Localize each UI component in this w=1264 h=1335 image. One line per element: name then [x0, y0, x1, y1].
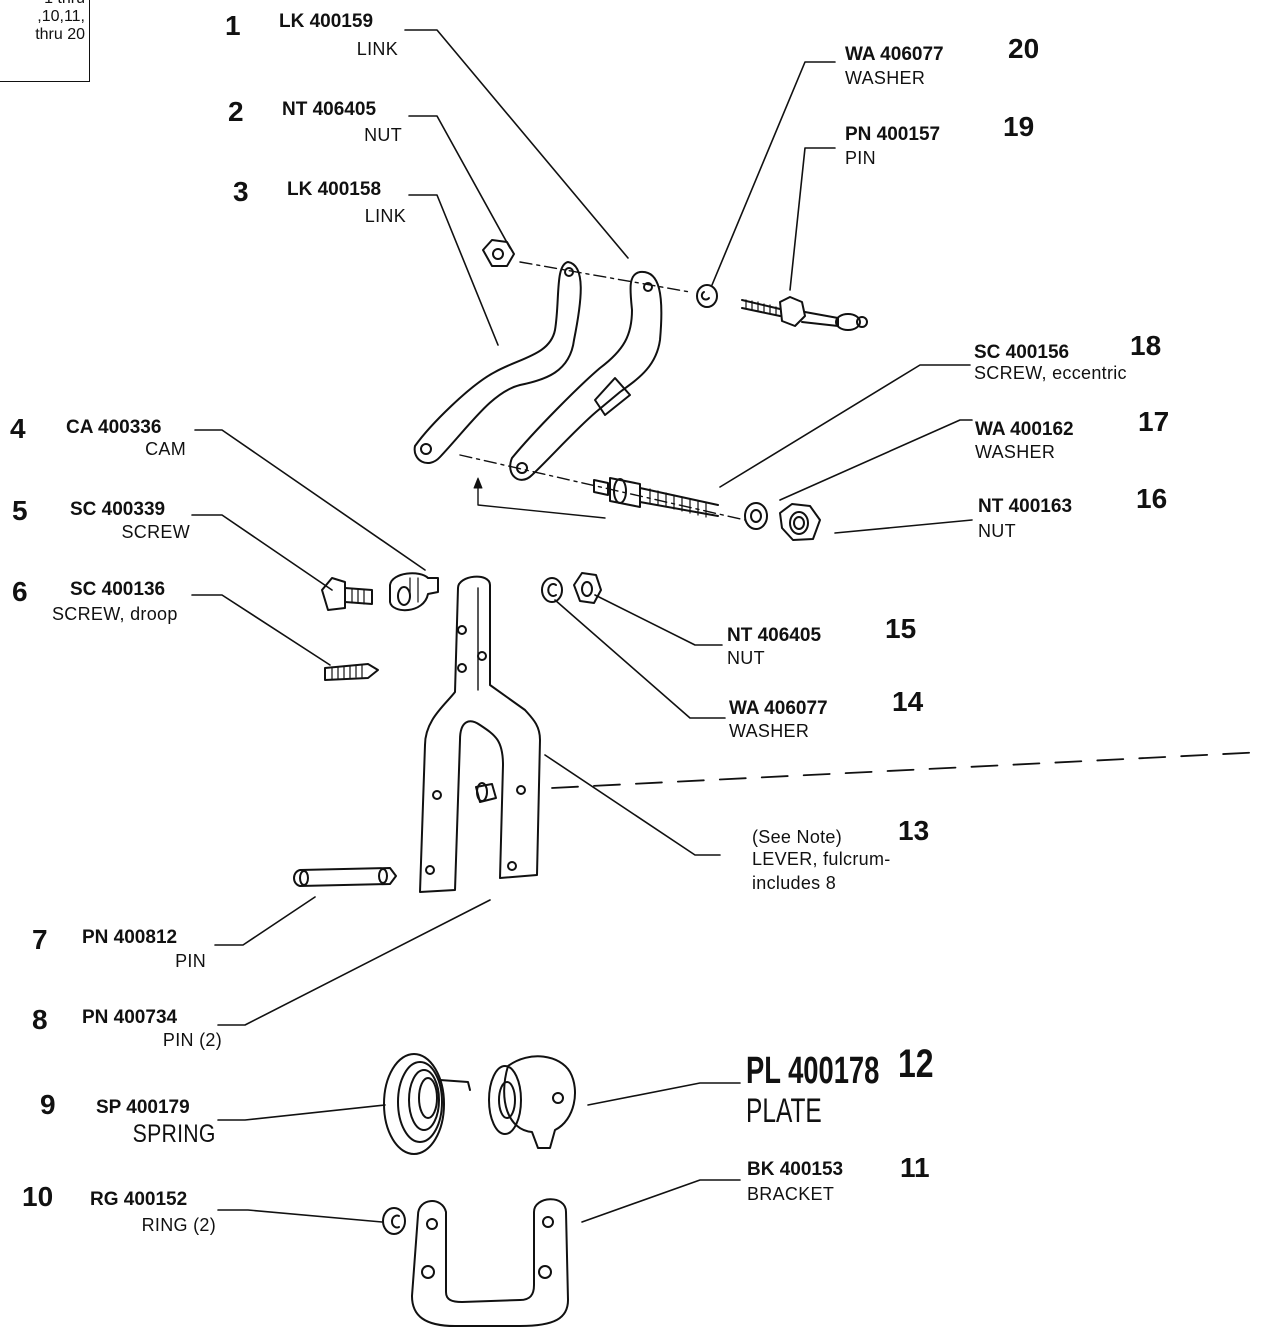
part-number: NT 406405 — [727, 625, 822, 646]
cam-part-4 — [389, 572, 439, 612]
part-number: NT 406405 — [282, 99, 377, 120]
ring-part-10 — [382, 1207, 406, 1235]
callout-number: 15 — [885, 613, 917, 644]
part-name: SCREW — [121, 522, 190, 542]
pin-part-19 — [741, 296, 868, 331]
spring-part-9 — [383, 1053, 471, 1155]
screw-part-5 — [321, 577, 373, 611]
part-name: CAM — [145, 439, 186, 459]
nut-part-16 — [779, 503, 821, 541]
part-name: PLATE — [746, 1092, 822, 1130]
note-line: thru 20 — [35, 26, 85, 43]
callout-number: 11 — [900, 1152, 930, 1183]
callout-number: 2 — [228, 96, 244, 127]
part-name: LINK — [356, 39, 398, 59]
screw-part-18 — [593, 477, 719, 518]
nut-part-15 — [573, 572, 602, 604]
part-name: PIN (2) — [162, 1030, 222, 1050]
washer-part-17 — [744, 502, 768, 530]
section-break-line — [551, 751, 1264, 789]
plate-part-12 — [488, 1055, 576, 1149]
assembly-arrow — [477, 487, 606, 519]
washer-part-20 — [696, 284, 718, 308]
callout-number: 14 — [892, 686, 924, 717]
lever-part-13 — [419, 575, 541, 893]
callout-number: 1 — [225, 10, 241, 41]
part-number: PL 400178 — [746, 1050, 880, 1092]
callout-number: 20 — [1008, 33, 1040, 64]
part-number: WA 406077 — [729, 698, 828, 719]
nut-part-2 — [482, 239, 515, 267]
callout-number: 10 — [22, 1181, 54, 1212]
part-name: WASHER — [729, 721, 810, 741]
part-number: SC 400339 — [70, 499, 166, 520]
part-number: SC 400156 — [974, 342, 1070, 363]
note-line: 1 thru — [0, 0, 85, 8]
bracket-part-11 — [411, 1198, 569, 1327]
part-number: PN 400812 — [82, 927, 178, 948]
callout-number: 19 — [1003, 111, 1035, 142]
part-name: WASHER — [845, 68, 926, 88]
part-number: PN 400734 — [82, 1007, 178, 1028]
part-number: WA 406077 — [845, 44, 944, 65]
part-number: SP 400179 — [96, 1097, 190, 1118]
link-part-1 — [509, 270, 663, 481]
callout-number: 9 — [40, 1089, 56, 1120]
callout-number: 5 — [12, 495, 28, 526]
part-number: LK 400159 — [279, 11, 374, 32]
callout-number: 18 — [1130, 330, 1162, 361]
callout-number: 3 — [233, 176, 249, 207]
callout-number: 16 — [1136, 483, 1168, 514]
note-box: 1 thru ,10,11, thru 20 — [0, 0, 90, 82]
part-name: PIN — [845, 148, 876, 168]
part-name: NUT — [978, 521, 1016, 541]
callout-number: 4 — [10, 413, 26, 444]
callout-number: 17 — [1138, 406, 1170, 437]
part-name: NUT — [727, 648, 765, 668]
callout-number: 6 — [12, 576, 28, 607]
part-number: RG 400152 — [90, 1189, 188, 1210]
part-name: NUT — [364, 125, 402, 145]
leader-lines — [191, 29, 973, 1223]
part-name-continued: includes 8 — [752, 873, 837, 893]
part-name: SCREW, droop — [52, 604, 178, 624]
link-part-3 — [413, 261, 582, 464]
part-number: PN 400157 — [845, 124, 941, 145]
part-number: WA 400162 — [975, 419, 1074, 440]
part-name: PIN — [175, 951, 206, 971]
part-number: BK 400153 — [747, 1159, 844, 1180]
part-name: RING (2) — [141, 1215, 216, 1235]
pin-part-7 — [293, 867, 397, 887]
callout-number: 13 — [898, 815, 930, 846]
part-name: SPRING — [132, 1120, 216, 1148]
part-number: CA 400336 — [66, 417, 162, 438]
callout-number: 7 — [32, 924, 48, 955]
part-name: SCREW, eccentric — [974, 363, 1127, 383]
screw-part-6 — [324, 663, 379, 681]
part-number: NT 400163 — [978, 496, 1073, 517]
part-number: (See Note) — [752, 827, 843, 847]
part-name: LEVER, fulcrum- — [752, 849, 891, 869]
callout-number: 12 — [898, 1042, 934, 1086]
pin-part-8 — [475, 782, 497, 803]
note-line: ,10,11, — [37, 8, 85, 25]
part-name: LINK — [364, 206, 406, 226]
callout-number: 8 — [32, 1004, 48, 1035]
part-number: LK 400158 — [287, 179, 382, 200]
part-name: WASHER — [975, 442, 1056, 462]
washer-part-14 — [541, 577, 563, 603]
part-name: BRACKET — [747, 1184, 835, 1204]
part-number: SC 400136 — [70, 579, 166, 600]
